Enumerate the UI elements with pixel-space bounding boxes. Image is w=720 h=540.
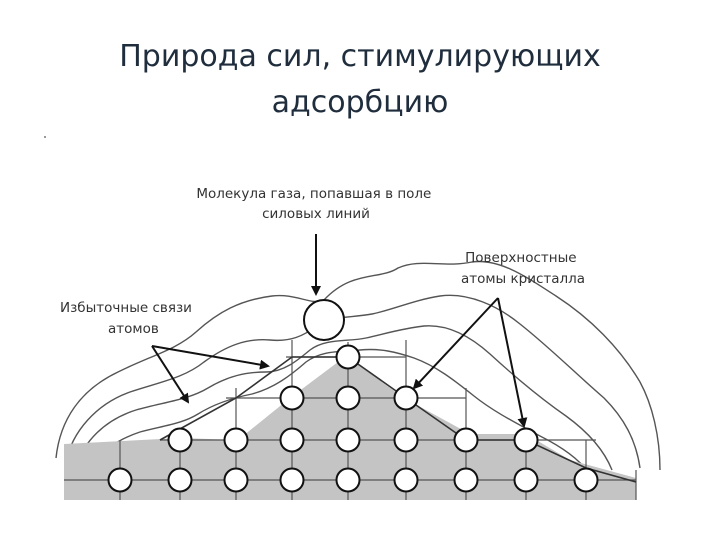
crystal-atom (279, 427, 305, 453)
crystal-atom (335, 427, 361, 453)
crystal-atom (223, 427, 249, 453)
crystal-atom (513, 467, 539, 493)
crystal-atom (335, 385, 361, 411)
excess-bonds-arrow-1 (151, 345, 270, 370)
slide-title: Природа сил, стимулирующих адсорбцию (0, 34, 720, 126)
crystal-atom (393, 467, 419, 493)
crystal-atom (453, 467, 479, 493)
surface-atoms-label-line-2: атомы кристалла (461, 271, 585, 287)
field-line-outer (55, 260, 661, 471)
excess-bonds-label-line-1: Избыточные связи (60, 300, 192, 316)
crystal-atom (279, 385, 305, 411)
slide-title-line-2: адсорбцию (271, 85, 449, 120)
crystal-atom (107, 467, 133, 493)
slide-title-line-1: Природа сил, стимулирующих (119, 39, 601, 74)
field-line-3 (75, 325, 613, 471)
excess-bonds-label: Избыточные связи атомов (60, 300, 196, 337)
excess-bonds-label-line-2: атомов (108, 321, 159, 337)
crystal-atoms (107, 344, 599, 493)
crystal-atom (167, 427, 193, 453)
excess-bonds-arrow-2 (151, 345, 190, 404)
surface-atoms-label: Поверхностные атомы кристалла (461, 250, 585, 287)
arrows (151, 234, 528, 428)
crystal-atom (223, 467, 249, 493)
surface-atom-arrow-1 (412, 297, 499, 390)
crystal-atom (393, 427, 419, 453)
gas-molecule-label-line-2: силовых линий (262, 206, 370, 222)
surface-atoms-label-line-1: Поверхностные (465, 250, 576, 266)
stray-dot (44, 136, 46, 138)
field-line-inner (89, 348, 589, 473)
crystal-atom (335, 344, 361, 370)
crystal-atom (279, 467, 305, 493)
field-line-2 (65, 294, 641, 469)
crystal-atom (335, 467, 361, 493)
crystal-atom (393, 385, 419, 411)
crystal-atom (513, 427, 539, 453)
crystal-atom (573, 467, 599, 493)
gas-molecule-label: Молекула газа, попавшая в поле силовых л… (196, 186, 435, 222)
force-field-lines (55, 260, 661, 473)
surface-atom-arrow-2 (497, 297, 528, 428)
crystal-atom (167, 467, 193, 493)
crystal-atom (453, 427, 479, 453)
gas-molecule (303, 299, 345, 341)
gas-molecule-label-line-1: Молекула газа, попавшая в поле (196, 186, 431, 202)
